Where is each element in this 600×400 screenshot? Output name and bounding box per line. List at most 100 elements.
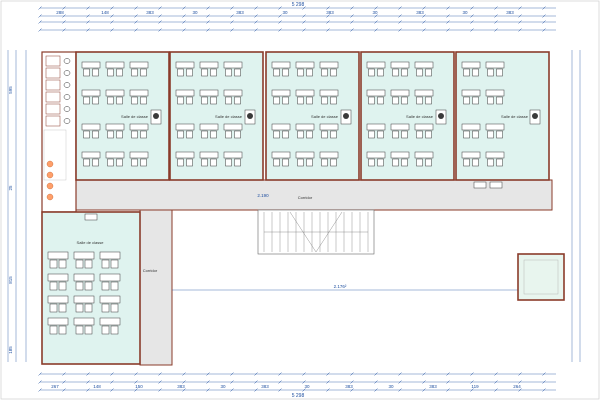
- student-desk: [73, 273, 95, 291]
- student-desk: [73, 295, 95, 313]
- student-desk: [390, 151, 410, 167]
- left-dimension-value: 815: [8, 276, 13, 284]
- student-desk: [81, 151, 101, 167]
- student-desk: [366, 123, 386, 139]
- bottom-dimension-value: 383: [345, 384, 353, 389]
- bottom-dimension-value: 148: [93, 384, 101, 389]
- student-desk: [366, 89, 386, 105]
- classroom: Salle de classe: [75, 51, 170, 181]
- student-desk: [105, 123, 125, 139]
- dimension-ticks: [38, 6, 546, 392]
- student-desk: [175, 61, 195, 77]
- classroom-label: Salle de classe: [406, 114, 434, 119]
- student-desk: [461, 151, 481, 167]
- classroom: Salle de classe: [169, 51, 264, 181]
- wing-corridor-label: Corridor: [143, 268, 158, 273]
- student-desk: [81, 123, 101, 139]
- top-dimension-lines: [40, 7, 556, 31]
- left-dimension-value: 185: [8, 346, 13, 354]
- top-overall-dimension: 5 298: [292, 2, 305, 8]
- student-desk: [129, 89, 149, 105]
- student-desk: [319, 89, 339, 105]
- top-dimension-value: 30: [192, 10, 198, 15]
- student-desk: [129, 151, 149, 167]
- student-desk: [366, 151, 386, 167]
- bottom-overall-dimension: 5 298: [292, 393, 305, 399]
- pavilion: [517, 253, 565, 301]
- top-dimension-value: 30: [372, 10, 378, 15]
- classroom: Salle de classe: [265, 51, 360, 181]
- student-desk: [295, 61, 315, 77]
- student-desk: [223, 151, 243, 167]
- student-desk: [390, 61, 410, 77]
- left-dimension-lines: [7, 50, 27, 362]
- bottom-dimension-value: 383: [177, 384, 185, 389]
- student-desk: [105, 89, 125, 105]
- student-desk: [47, 317, 69, 335]
- washbasin-icon: [46, 160, 54, 168]
- student-desk: [175, 151, 195, 167]
- chair-icon: [247, 113, 253, 119]
- classroom-label: Salle de classe: [501, 114, 529, 119]
- courtyard-dimension: 2.176²: [334, 284, 347, 289]
- student-desk: [105, 151, 125, 167]
- top-dimension-value: 383: [416, 10, 424, 15]
- student-desk: [99, 251, 121, 269]
- student-desk: [485, 61, 505, 77]
- toilet-block: [41, 51, 77, 213]
- top-dimension-value: 288: [56, 10, 64, 15]
- student-desk: [485, 123, 505, 139]
- student-desk: [175, 123, 195, 139]
- student-desk: [81, 61, 101, 77]
- bottom-dimension-value: 30: [220, 384, 226, 389]
- student-desk: [271, 151, 291, 167]
- student-desk: [414, 123, 434, 139]
- student-desk: [223, 123, 243, 139]
- left-dimension-value: 595: [8, 86, 13, 94]
- chair-icon: [532, 113, 538, 119]
- bottom-dimension-value: 264: [513, 384, 521, 389]
- student-desk: [414, 89, 434, 105]
- top-dimension-value: 383: [326, 10, 334, 15]
- main-corridor-label: Corridor: [298, 195, 313, 200]
- student-desk: [81, 89, 101, 105]
- top-dimension-value: 383: [506, 10, 514, 15]
- top-dimension-value: 383: [236, 10, 244, 15]
- chair-icon: [343, 113, 349, 119]
- student-desk: [319, 123, 339, 139]
- corridor-dimension: 2.190: [257, 193, 269, 198]
- student-desk: [105, 61, 125, 77]
- student-desk: [390, 89, 410, 105]
- teacher-desk: [84, 213, 98, 221]
- bottom-dimension-value: 383: [261, 384, 269, 389]
- wing-classroom: Salle de classe: [41, 211, 141, 365]
- student-desk: [414, 151, 434, 167]
- student-desk: [271, 89, 291, 105]
- washbasin-icon: [46, 182, 54, 190]
- student-desk: [73, 251, 95, 269]
- bottom-dimension-value: 119: [471, 384, 479, 389]
- student-desk: [129, 123, 149, 139]
- classroom: Salle de classe: [360, 51, 455, 181]
- right-dimension-lines: [571, 50, 581, 362]
- washbasin-icon: [46, 171, 54, 179]
- student-desk: [485, 151, 505, 167]
- student-desk: [47, 251, 69, 269]
- classroom-label: Salle de classe: [311, 114, 339, 119]
- bottom-dimension-value: 267: [51, 384, 59, 389]
- bottom-dimension-value: 30: [304, 384, 310, 389]
- student-desk: [271, 123, 291, 139]
- chair-icon: [438, 113, 444, 119]
- student-desk: [295, 151, 315, 167]
- student-desk: [461, 89, 481, 105]
- student-desk: [319, 151, 339, 167]
- student-desk: [295, 123, 315, 139]
- bottom-dimension-value: 30: [388, 384, 394, 389]
- student-desk: [199, 123, 219, 139]
- student-desk: [390, 123, 410, 139]
- top-dimension-value: 30: [282, 10, 288, 15]
- student-desk: [99, 273, 121, 291]
